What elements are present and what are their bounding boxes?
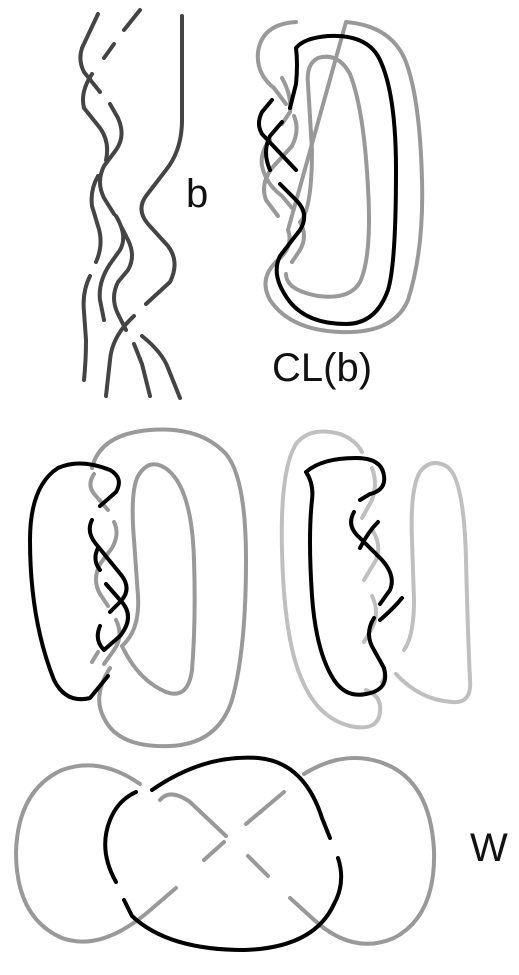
closure-black: [259, 36, 396, 324]
whitehead-label: W: [470, 826, 508, 871]
braid-label: b: [186, 172, 208, 217]
middle-left-outer-gray: [92, 430, 246, 747]
link-middle-left: [30, 430, 246, 747]
closure-cl-b: [258, 22, 422, 332]
middle-left-black: [30, 463, 128, 699]
braid-b: [80, 10, 182, 398]
braid-strand-5: [100, 216, 123, 320]
closure-label: CL(b): [272, 346, 372, 391]
whitehead-gray-component: [16, 758, 434, 944]
link-middle-right: [282, 432, 470, 728]
braid-strand-2: [83, 10, 140, 380]
middle-right-black: [306, 458, 402, 695]
whitehead-link-w: [16, 758, 434, 950]
whitehead-black-component: [105, 758, 341, 950]
